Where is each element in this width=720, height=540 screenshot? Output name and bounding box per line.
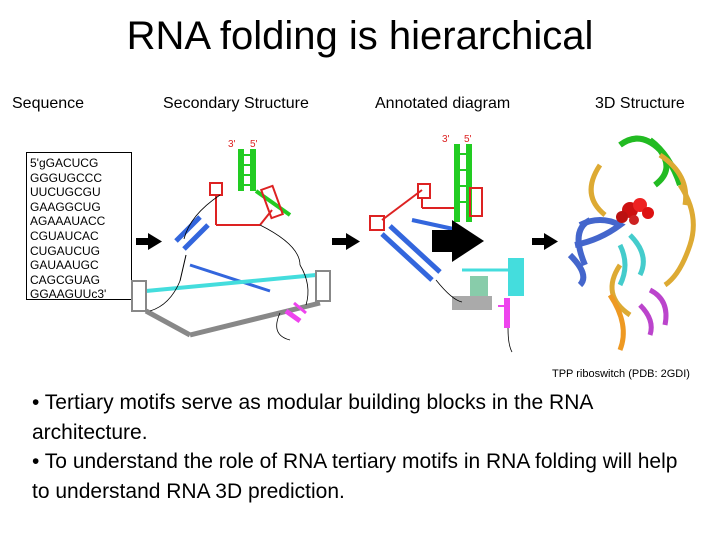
3d-blue-strand xyxy=(567,217,626,288)
header-sequence: Sequence xyxy=(12,95,85,112)
sequence-line: GAUAAUGC xyxy=(30,258,99,273)
annotated-gray-block xyxy=(452,276,492,310)
red-helix xyxy=(209,182,285,226)
annotated-cyan-helix xyxy=(462,258,524,296)
sequence-line: GGGUGCCC xyxy=(30,170,102,185)
3d-cyan-strand xyxy=(617,233,646,287)
secondary-5prime-label: 5' xyxy=(250,139,258,150)
annotated-backbone xyxy=(435,279,513,353)
annotated-magenta-helix xyxy=(498,298,510,328)
green-helix xyxy=(238,149,292,217)
bullet-item: • Tertiary motifs serve as modular build… xyxy=(32,391,593,444)
arrow-right-icon xyxy=(332,233,360,250)
cyan-helix xyxy=(145,254,317,293)
slide-title: RNA folding is hierarchical xyxy=(126,14,594,58)
secondary-3prime-label: 3' xyxy=(228,139,236,150)
bullet-list: • Tertiary motifs serve as modular build… xyxy=(32,388,692,506)
sequence-box: 5'gGACUCG GGGUGCCC UUCUGCGU GAAGGCUG AGA… xyxy=(26,152,132,302)
3d-orange-strand xyxy=(607,293,626,351)
magenta-helix xyxy=(284,301,307,324)
annotated-green-helix xyxy=(454,144,472,222)
3d-structure-image xyxy=(567,135,696,351)
annotated-red-helix xyxy=(369,183,483,231)
arrow-right-icon xyxy=(136,233,162,250)
secondary-structure-diagram: 3' 5' xyxy=(131,139,331,341)
header-secondary-structure: Secondary Structure xyxy=(163,95,309,112)
3d-red-ligand xyxy=(616,198,654,225)
arrow-right-icon xyxy=(532,233,558,250)
backbone xyxy=(149,194,309,341)
annotated-diagram: 3' 5' xyxy=(369,134,524,353)
annotated-5prime-label: 5' xyxy=(464,134,472,145)
figure-caption: TPP riboswitch (PDB: 2GDI) xyxy=(552,368,690,380)
annotated-3prime-label: 3' xyxy=(442,134,450,145)
annotated-blue-helix xyxy=(380,218,459,282)
bullet-item: • To understand the role of RNA tertiary… xyxy=(32,450,678,503)
sequence-line: 5'gGACUCG xyxy=(30,156,99,170)
header-3d-structure: 3D Structure xyxy=(595,95,685,112)
3d-yellow-strand xyxy=(588,152,696,318)
sequence-line: GGAAGUUc3' xyxy=(30,287,107,302)
header-annotated-diagram: Annotated diagram xyxy=(375,95,511,112)
sequence-line: UUCUGCGU xyxy=(30,185,101,200)
3d-magenta-strand xyxy=(638,287,669,336)
sequence-line: CUGAUCUG xyxy=(30,243,101,258)
annotated-big-arrow xyxy=(432,220,484,262)
sequence-line: AGAAAUACC xyxy=(30,214,106,229)
gray-boxes xyxy=(131,270,331,338)
sequence-line: CGUAUCAC xyxy=(30,228,99,243)
sequence-line: CAGCGUAG xyxy=(30,272,101,287)
sequence-line: GAAGGCUG xyxy=(30,199,101,214)
